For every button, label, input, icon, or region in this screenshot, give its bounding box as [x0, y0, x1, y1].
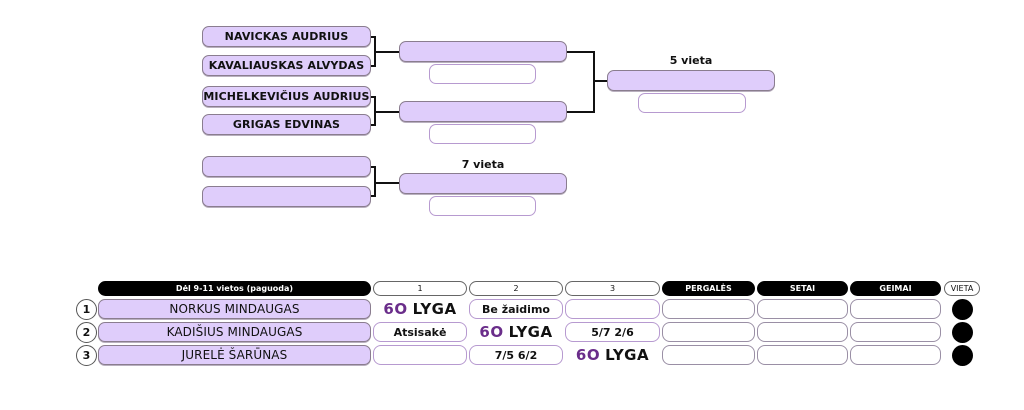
score-box[interactable]: [429, 124, 536, 144]
column-header-pergales: PERGALĖS: [662, 281, 755, 296]
place-marker: [952, 345, 973, 366]
connector-line: [371, 96, 376, 98]
final-slot[interactable]: [399, 173, 567, 194]
lyga-logo-mark-icon: 6O: [479, 323, 504, 341]
lyga-logo-mark-icon: 6O: [383, 300, 408, 318]
lyga-logo-text: LYGA: [508, 323, 553, 341]
connector-line: [374, 51, 399, 53]
player-slot[interactable]: [202, 186, 371, 207]
connector-line: [371, 124, 376, 126]
connector-line: [371, 65, 376, 67]
setai-cell[interactable]: [757, 345, 848, 365]
match-result-cell[interactable]: 5/7 2/6: [565, 322, 660, 342]
score-box[interactable]: [429, 64, 536, 84]
connector-line: [593, 80, 607, 82]
player-slot[interactable]: GRIGAS EDVINAS: [202, 114, 371, 135]
row-number: 1: [76, 299, 97, 320]
final-slot[interactable]: [607, 70, 775, 91]
setai-cell[interactable]: [757, 299, 848, 319]
place-label: 7 vieta: [461, 158, 505, 171]
geimai-cell[interactable]: [850, 322, 941, 342]
player-slot[interactable]: MICHELKEVIČIUS AUDRIUS: [202, 86, 371, 107]
connector-line: [371, 166, 376, 168]
connector-line: [567, 111, 595, 113]
connector-line: [593, 51, 595, 113]
row-number: 3: [76, 345, 97, 366]
pergales-cell[interactable]: [662, 299, 755, 319]
lyga-logo-text: LYGA: [605, 346, 650, 364]
match-result-cell[interactable]: Atsisakė: [373, 322, 467, 342]
round2-slot[interactable]: [399, 41, 567, 62]
column-header: 2: [469, 281, 563, 296]
pergales-cell[interactable]: [662, 322, 755, 342]
connector-line: [374, 111, 399, 113]
place-marker: [952, 299, 973, 320]
place-marker: [952, 322, 973, 343]
score-box[interactable]: [638, 93, 746, 113]
player-slot[interactable]: [202, 156, 371, 177]
connector-line: [374, 166, 376, 197]
connector-line: [567, 51, 595, 53]
lyga-logo-text: LYGA: [412, 300, 457, 318]
score-box[interactable]: [429, 196, 536, 216]
match-result-cell[interactable]: 7/5 6/2: [469, 345, 563, 365]
setai-cell[interactable]: [757, 322, 848, 342]
player-name[interactable]: NORKUS MINDAUGAS: [98, 299, 371, 319]
column-header-vieta: VIETA: [944, 281, 980, 296]
column-header-setai: SETAI: [757, 281, 848, 296]
connector-line: [371, 36, 376, 38]
column-header-geimai: GEIMAI: [850, 281, 941, 296]
geimai-cell[interactable]: [850, 345, 941, 365]
column-header: 1: [373, 281, 467, 296]
player-name[interactable]: JURELĖ ŠARŪNAS: [98, 345, 371, 365]
lyga-logo-mark-icon: 6O: [575, 346, 601, 364]
row-number: 2: [76, 322, 97, 343]
player-name[interactable]: KADIŠIUS MINDAUGAS: [98, 322, 371, 342]
geimai-cell[interactable]: [850, 299, 941, 319]
match-result-cell[interactable]: [373, 345, 467, 365]
connector-line: [374, 182, 399, 184]
group-title: Dėl 9-11 vietos (paguoda): [98, 281, 371, 296]
place-label: 5 vieta: [669, 54, 713, 67]
round2-slot[interactable]: [399, 101, 567, 122]
match-result-cell[interactable]: [565, 299, 660, 319]
match-result-cell[interactable]: Be žaidimo: [469, 299, 563, 319]
column-header: 3: [565, 281, 660, 296]
pergales-cell[interactable]: [662, 345, 755, 365]
player-slot[interactable]: KAVALIAUSKAS ALVYDAS: [202, 55, 371, 76]
connector-line: [371, 195, 376, 197]
player-slot[interactable]: NAVICKAS AUDRIUS: [202, 26, 371, 47]
